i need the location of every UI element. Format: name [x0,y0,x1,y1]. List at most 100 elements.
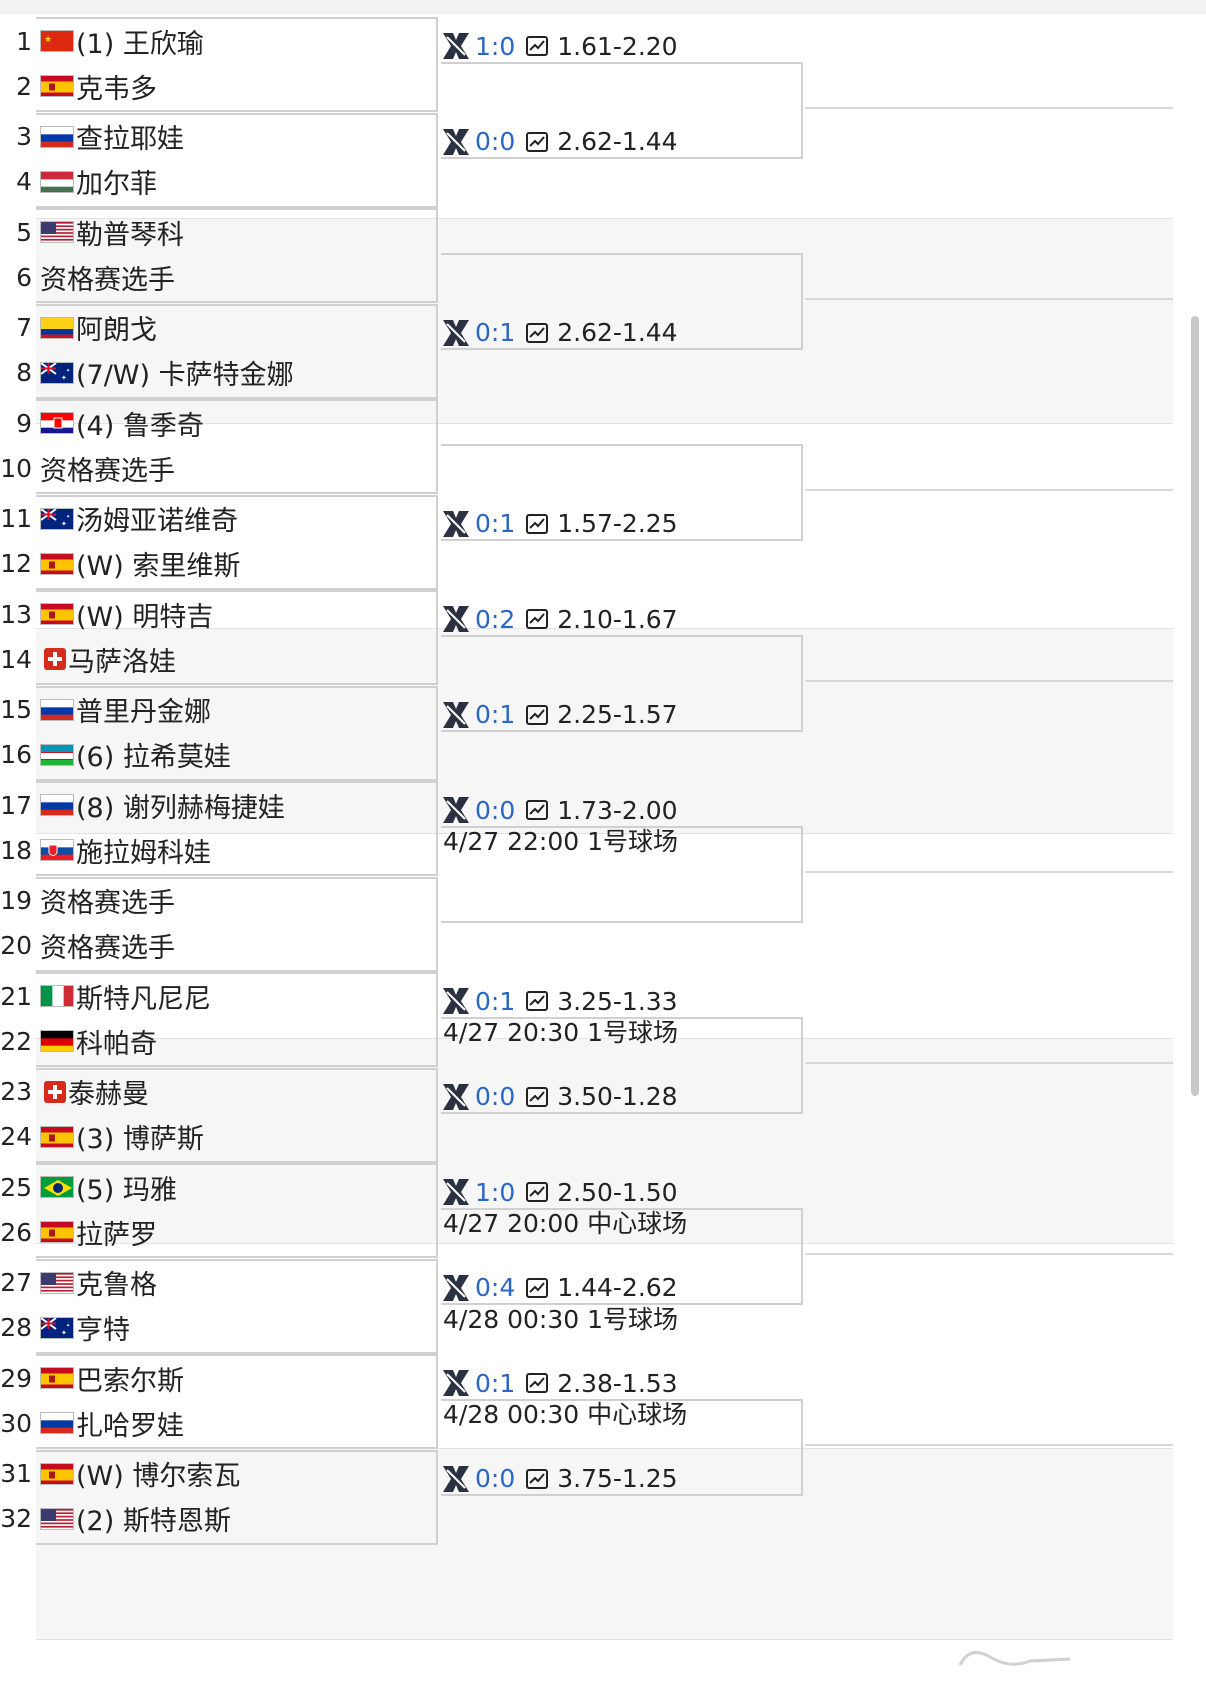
x-logo-icon[interactable] [441,1368,471,1398]
match-score[interactable]: 1:0 [475,1177,516,1207]
player-row[interactable]: 8✦✦(7/W) 卡萨特金娜 [0,349,294,397]
player-name[interactable]: 资格赛选手 [40,888,175,919]
player-name[interactable]: (6) 拉希莫娃 [76,742,231,773]
chart-trend-icon[interactable] [525,989,549,1013]
x-logo-icon[interactable] [441,795,471,825]
match-score[interactable]: 0:0 [475,1464,516,1493]
x-logo-icon[interactable] [441,604,471,634]
player-name[interactable]: 施拉姆科娃 [76,837,211,869]
player-row[interactable]: 24(3) 博萨斯 [0,1113,204,1161]
match-score[interactable]: 0:0 [475,795,516,825]
player-name[interactable]: 科帕奇 [76,1028,157,1060]
player-name[interactable]: 巴索尔斯 [76,1365,184,1397]
match-odds-row[interactable]: 0:2 2.10-1.67 [441,601,678,637]
player-name[interactable]: 拉萨罗 [76,1219,157,1251]
player-name[interactable]: 克鲁格 [76,1270,157,1301]
player-row[interactable]: 31(W) 博尔索瓦 [0,1450,240,1498]
x-logo-icon[interactable] [441,509,471,539]
player-name[interactable]: 扎哈罗娃 [76,1410,184,1442]
player-name[interactable]: (4) 鲁季奇 [76,410,204,442]
x-logo-icon[interactable] [441,1464,471,1494]
match-score[interactable]: 0:1 [475,700,516,729]
match-odds-row[interactable]: 0:1 2.25-1.57 [441,697,678,733]
player-name[interactable]: 查拉耶娃 [76,124,184,155]
player-name[interactable]: (8) 谢列赫梅捷娃 [76,792,285,824]
match-score[interactable]: 0:0 [475,1082,516,1111]
match-odds-row[interactable]: 0:0 3.75-1.25 [441,1461,678,1497]
chart-trend-icon[interactable] [525,1371,549,1395]
chart-trend-icon[interactable] [525,607,549,631]
x-logo-icon[interactable] [441,31,471,61]
player-name[interactable]: 资格赛选手 [40,933,175,964]
player-row[interactable]: 13(W) 明特吉 [0,590,213,638]
player-row[interactable]: 9(4) 鲁季奇 [0,399,204,447]
player-name[interactable]: (5) 玛雅 [76,1174,177,1206]
match-odds-row[interactable]: 0:0 1.73-2.00 [441,792,678,828]
match-odds-row[interactable]: 0:1 2.38-1.53 [441,1365,678,1401]
x-logo-icon[interactable] [441,1082,471,1112]
player-name[interactable]: 汤姆亚诺维奇 [76,506,238,537]
chart-trend-icon[interactable] [525,1467,549,1491]
match-score[interactable]: 0:0 [475,127,516,156]
match-odds-row[interactable]: 1:0 1.61-2.20 [441,28,678,64]
player-name[interactable]: (W) 博尔索瓦 [76,1461,241,1492]
player-name[interactable]: (W) 明特吉 [76,601,214,633]
player-name[interactable]: 勒普琴科 [76,219,184,251]
chart-trend-icon[interactable] [525,1085,549,1109]
chart-trend-icon[interactable] [525,130,549,154]
player-name[interactable]: (3) 博萨斯 [76,1124,204,1155]
player-row[interactable]: 28✦✦亨特 [0,1304,130,1352]
player-name[interactable]: 加尔菲 [76,169,157,200]
chart-trend-icon[interactable] [525,1180,549,1204]
player-name[interactable]: 斯特凡尼尼 [76,983,211,1015]
player-name[interactable]: 亨特 [76,1315,130,1346]
player-name[interactable]: (7/W) 卡萨特金娜 [76,360,294,391]
match-odds-row[interactable]: 0:0 2.62-1.44 [441,124,678,160]
x-logo-icon[interactable] [441,127,471,157]
chart-trend-icon[interactable] [525,512,549,536]
player-row[interactable]: 25(5) 玛雅 [0,1163,177,1211]
player-name[interactable]: (2) 斯特恩斯 [76,1506,231,1537]
match-odds-row[interactable]: 0:1 1.57-2.25 [441,506,678,542]
match-odds-row[interactable]: 0:0 3.50-1.28 [441,1079,678,1115]
player-name[interactable]: (1) 王欣瑜 [76,28,204,60]
player-row[interactable]: 1★(1) 王欣瑜 [0,17,204,65]
player-name[interactable]: 阿朗戈 [76,315,157,346]
match-score[interactable]: 0:1 [475,1368,516,1398]
match-score[interactable]: 1:0 [475,31,516,61]
player-name[interactable]: 资格赛选手 [40,264,175,296]
match-score[interactable]: 0:4 [475,1273,516,1302]
x-logo-icon[interactable] [441,986,471,1016]
player-row[interactable]: 16(6) 拉希莫娃 [0,731,231,779]
match-odds-row[interactable]: 0:1 2.62-1.44 [441,315,678,351]
chart-trend-icon[interactable] [525,321,549,345]
player-name[interactable]: (W) 索里维斯 [76,551,241,582]
x-logo-icon[interactable] [441,318,471,348]
x-logo-icon[interactable] [441,1177,471,1207]
match-odds-row[interactable]: 0:1 3.25-1.33 [441,983,678,1019]
match-odds-row[interactable]: 0:4 1.44-2.62 [441,1270,678,1306]
match-odds-row[interactable]: 1:0 2.50-1.50 [441,1174,678,1210]
match-score[interactable]: 0:1 [475,509,516,538]
chart-trend-icon[interactable] [525,703,549,727]
scrollbar[interactable] [1191,316,1199,1096]
player-name[interactable]: 泰赫曼 [68,1079,149,1110]
